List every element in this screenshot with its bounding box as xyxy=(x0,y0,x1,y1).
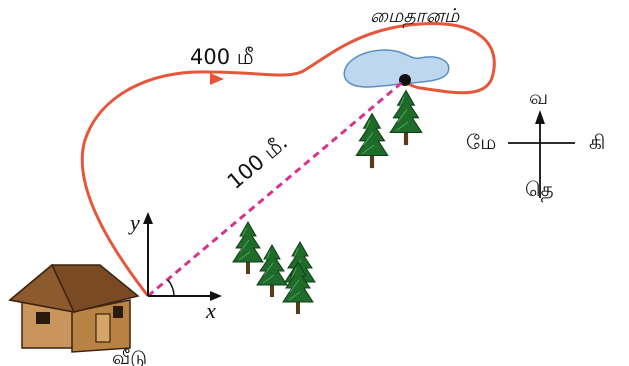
compass-rose xyxy=(508,110,575,198)
travel-path xyxy=(80,22,496,297)
field-label: மைதானம் xyxy=(370,5,460,29)
trees-near-field xyxy=(355,89,423,169)
axis-y-label: y xyxy=(128,210,140,235)
compass-west: மே xyxy=(466,130,496,154)
axis-x-label: x xyxy=(205,298,216,323)
field-point xyxy=(399,74,411,86)
trees-near-home xyxy=(232,221,316,315)
displacement-line xyxy=(147,78,406,298)
compass-south: தெ xyxy=(525,177,554,202)
coordinate-axes xyxy=(143,212,222,301)
path-direction-arrow xyxy=(210,73,224,85)
path-distance-label: 400 மீ xyxy=(190,45,254,69)
house-icon xyxy=(8,263,140,353)
pond xyxy=(343,49,450,88)
compass-north: வ xyxy=(529,85,548,109)
compass-east: கி xyxy=(589,130,605,154)
home-label: வீடு xyxy=(112,347,147,366)
